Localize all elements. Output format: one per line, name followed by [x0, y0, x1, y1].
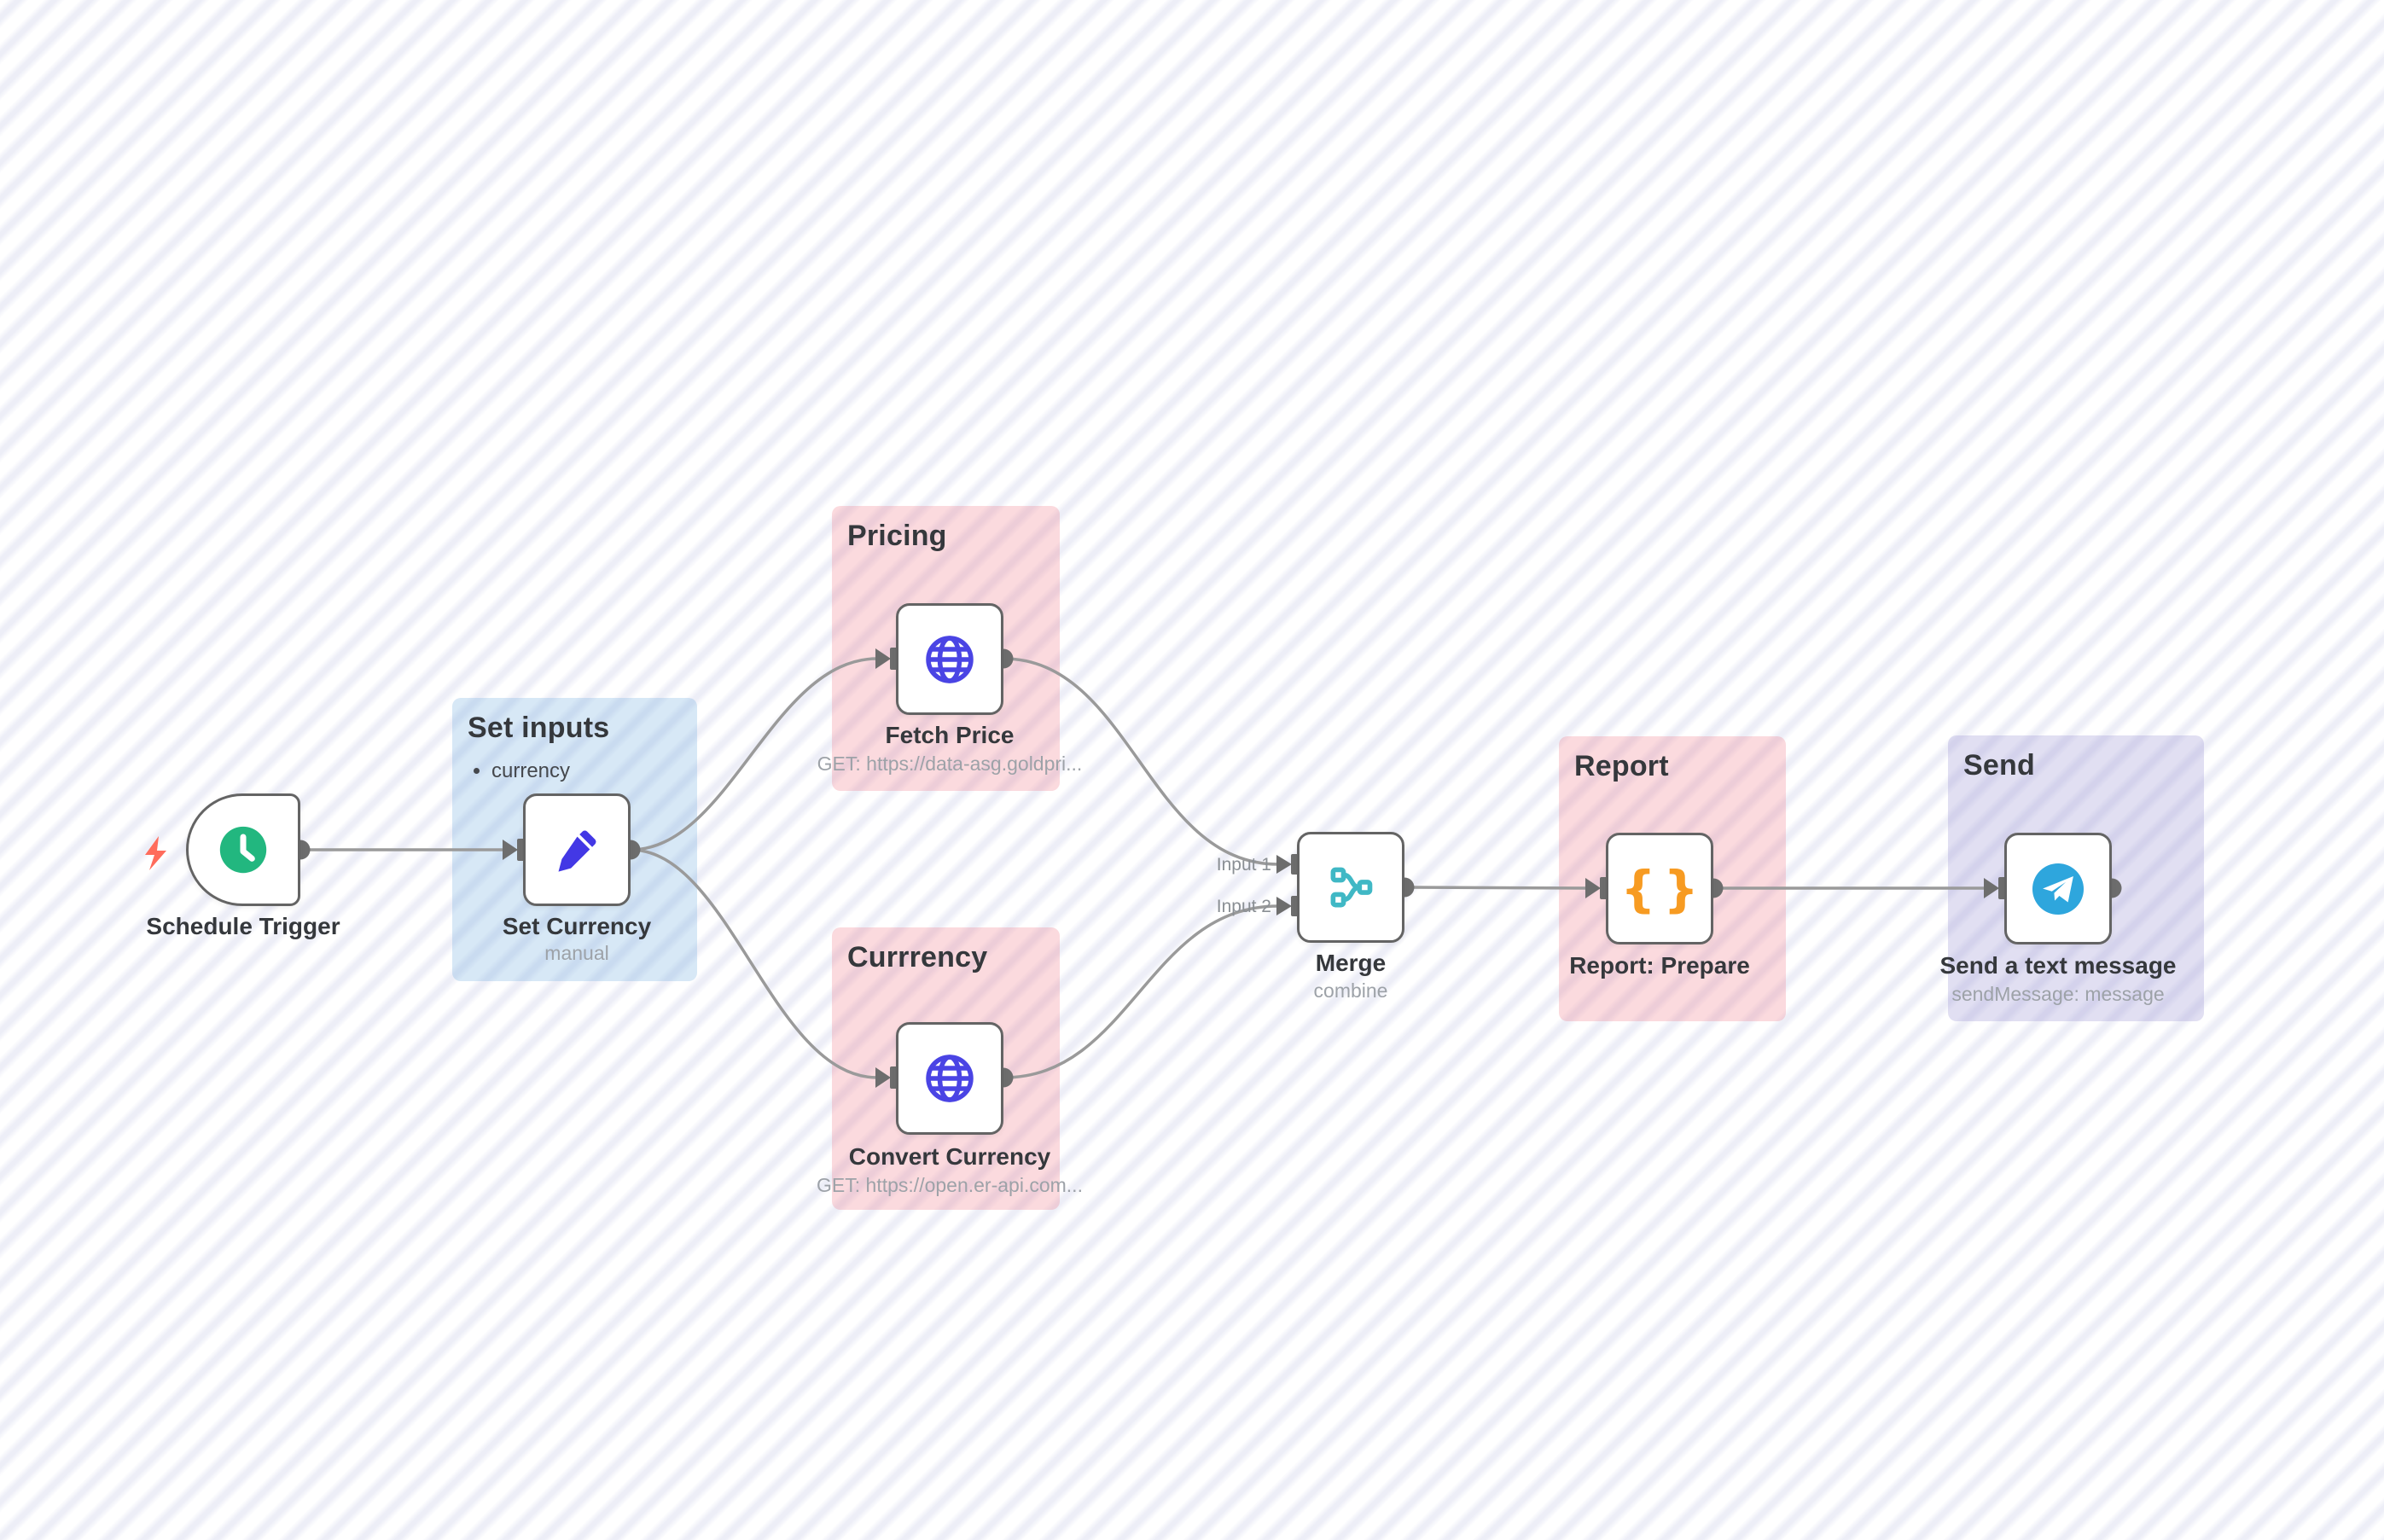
node-fetch-price[interactable]	[896, 603, 1003, 715]
group-title: Currrency	[847, 941, 988, 973]
pencil-icon	[558, 830, 596, 872]
node-label-fetch-price: Fetch Price	[885, 722, 1015, 748]
edge-set-currency-to-fetch-price[interactable]	[630, 657, 878, 851]
lightning-bolt-icon	[145, 836, 166, 870]
node-label-set-currency: Set Currency	[502, 913, 652, 939]
group-item-list: currency	[469, 759, 570, 783]
node-sublabel-set-currency: manual	[544, 942, 609, 964]
node-merge[interactable]	[1297, 832, 1404, 943]
node-label-send-text: Send a text message	[1939, 952, 2177, 979]
node-report-prepare[interactable]: {}	[1606, 833, 1713, 944]
node-label-merge: Merge	[1315, 950, 1387, 976]
node-set-currency[interactable]	[523, 793, 631, 906]
edge-convert-currency-to-merge-input2[interactable]	[1003, 904, 1279, 1079]
merge-input1-label: Input 1	[1216, 855, 1271, 875]
node-convert-currency[interactable]	[896, 1022, 1003, 1135]
globe-icon	[926, 1055, 974, 1102]
group-title: Pricing	[847, 520, 947, 552]
group-title: Report	[1574, 750, 1669, 782]
merge-branches-icon	[1330, 867, 1373, 908]
merge-input2-label: Input 2	[1216, 897, 1271, 916]
node-label-report-prepare: Report: Prepare	[1569, 952, 1750, 979]
clock-icon	[219, 826, 267, 874]
node-send-text[interactable]	[2004, 833, 2112, 944]
node-sublabel-convert-currency: GET: https://open.er-api.com...	[817, 1174, 1083, 1196]
node-label-schedule-trigger: Schedule Trigger	[146, 913, 340, 939]
node-sublabel-fetch-price: GET: https://data-asg.goldpri...	[817, 753, 1083, 775]
node-sublabel-merge: combine	[1313, 979, 1388, 1002]
curly-braces-icon: {}	[1620, 859, 1707, 918]
telegram-icon	[2032, 863, 2085, 915]
edge-set-currency-to-convert-currency[interactable]	[630, 848, 878, 1079]
edge-merge-to-report-prepare[interactable]	[1404, 886, 1588, 890]
node-schedule-trigger[interactable]	[186, 793, 300, 906]
group-title: Send	[1963, 749, 2035, 782]
group-title: Set inputs	[468, 712, 610, 744]
group-item-currency: currency	[491, 759, 570, 783]
node-sublabel-send-text: sendMessage: message	[1951, 983, 2165, 1005]
node-label-convert-currency: Convert Currency	[848, 1143, 1051, 1170]
edge-fetch-price-to-merge-input1[interactable]	[1003, 657, 1279, 866]
globe-icon	[926, 635, 974, 683]
